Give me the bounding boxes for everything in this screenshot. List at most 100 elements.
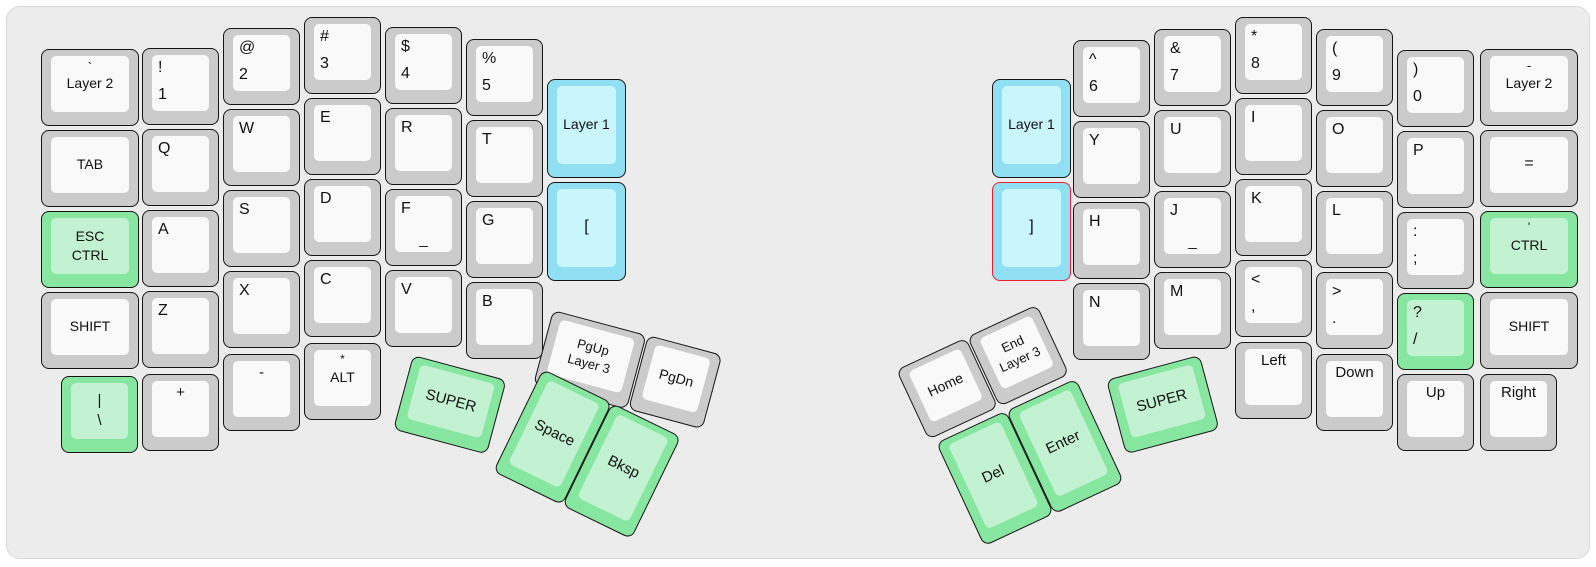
key-2[interactable]: @2 [223, 28, 300, 105]
keytop [152, 217, 209, 273]
key-g[interactable]: G [466, 201, 543, 278]
keytop [1083, 290, 1140, 346]
keytop [1245, 267, 1302, 323]
key-ctrl-right[interactable]: 'CTRL [1480, 211, 1578, 288]
keytop [557, 86, 616, 164]
keytop [641, 344, 711, 414]
key-question-slash[interactable]: ?/ [1397, 293, 1474, 370]
key-7[interactable]: &7 [1154, 29, 1231, 106]
key-9[interactable]: (9 [1316, 29, 1393, 106]
key-layer1-right[interactable]: Layer 1 [992, 79, 1071, 178]
key-layer1-left[interactable]: Layer 1 [547, 79, 626, 178]
key-c[interactable]: C [304, 260, 381, 337]
key-3[interactable]: #3 [304, 17, 381, 94]
keytop [1407, 381, 1464, 437]
key-f[interactable]: F_ [385, 189, 462, 266]
keytop [1326, 198, 1383, 254]
key-arrow-down[interactable]: Down [1316, 354, 1393, 431]
key-r[interactable]: R [385, 108, 462, 185]
key-right-bracket[interactable]: ] [992, 182, 1071, 281]
keytop [1164, 279, 1221, 335]
key-equals[interactable]: = [1480, 130, 1578, 207]
key-j[interactable]: J_ [1154, 191, 1231, 268]
key-w[interactable]: W [223, 109, 300, 186]
key-super-left[interactable]: SUPER [393, 355, 507, 455]
key-t[interactable]: T [466, 120, 543, 197]
keytop [1245, 105, 1302, 161]
key-esc-ctrl[interactable]: ESC CTRL [41, 211, 139, 288]
keytop [152, 55, 209, 111]
key-u[interactable]: U [1154, 110, 1231, 187]
key-o[interactable]: O [1316, 110, 1393, 187]
key-b[interactable]: B [466, 282, 543, 359]
keytop [1326, 117, 1383, 173]
key-y[interactable]: Y [1073, 121, 1150, 198]
key-5[interactable]: %5 [466, 39, 543, 116]
key-pipe-backslash[interactable]: | \ [61, 376, 138, 453]
key-a[interactable]: A [142, 210, 219, 287]
key-d[interactable]: D [304, 179, 381, 256]
key-layer2-left[interactable]: `Layer 2 [41, 49, 139, 126]
key-arrow-left[interactable]: Left [1235, 342, 1312, 419]
key-plus[interactable]: + [142, 374, 219, 451]
keytop [1490, 56, 1568, 112]
key-n[interactable]: N [1073, 283, 1150, 360]
keytop [476, 127, 533, 183]
keytop [71, 383, 128, 439]
key-left-bracket[interactable]: [ [547, 182, 626, 281]
keytop [1326, 279, 1383, 335]
key-e[interactable]: E [304, 98, 381, 175]
key-v[interactable]: V [385, 270, 462, 347]
keytop [908, 348, 984, 423]
keytop [1117, 364, 1207, 439]
key-1[interactable]: !1 [142, 48, 219, 125]
key-arrow-up[interactable]: Up [1397, 374, 1474, 451]
keytop [51, 218, 129, 274]
key-k[interactable]: K [1235, 179, 1312, 256]
keytop [476, 289, 533, 345]
key-x[interactable]: X [223, 271, 300, 348]
keytop [476, 46, 533, 102]
key-period[interactable]: >. [1316, 272, 1393, 349]
keytop [314, 186, 371, 242]
keytop [1083, 47, 1140, 103]
key-shift-right[interactable]: SHIFT [1480, 292, 1578, 369]
key-arrow-right[interactable]: Right [1480, 374, 1557, 451]
keytop [314, 350, 371, 406]
key-s[interactable]: S [223, 190, 300, 267]
keytop [233, 197, 290, 253]
key-8[interactable]: *8 [1235, 17, 1312, 94]
keytop [1164, 36, 1221, 92]
keytop [1490, 218, 1568, 274]
keytop [1245, 186, 1302, 242]
key-p[interactable]: P [1397, 131, 1474, 208]
keytop [395, 196, 452, 252]
key-super-right[interactable]: SUPER [1106, 354, 1220, 455]
key-z[interactable]: Z [142, 291, 219, 368]
key-shift-left[interactable]: SHIFT [41, 292, 139, 369]
key-colon-semicolon[interactable]: :; [1397, 212, 1474, 289]
keytop [233, 35, 290, 91]
key-minus[interactable]: - [223, 354, 300, 431]
keytop [1164, 198, 1221, 254]
keytop [314, 105, 371, 161]
key-i[interactable]: I [1235, 98, 1312, 175]
keytop [1407, 219, 1464, 275]
key-h[interactable]: H [1073, 202, 1150, 279]
key-6[interactable]: ^6 [1073, 40, 1150, 117]
keytop [51, 56, 129, 112]
key-q[interactable]: Q [142, 129, 219, 206]
keytop [233, 116, 290, 172]
key-m[interactable]: M [1154, 272, 1231, 349]
keytop [152, 381, 209, 437]
key-l[interactable]: L [1316, 191, 1393, 268]
keytop [1002, 189, 1061, 267]
key-comma[interactable]: <, [1235, 260, 1312, 337]
key-tab[interactable]: TAB [41, 130, 139, 207]
key-layer2-right[interactable]: -Layer 2 [1480, 49, 1578, 126]
keytop [406, 364, 496, 439]
key-0[interactable]: )0 [1397, 50, 1474, 127]
keytop [1245, 349, 1302, 405]
key-star-alt[interactable]: *ALT [304, 343, 381, 420]
key-4[interactable]: $4 [385, 27, 462, 104]
